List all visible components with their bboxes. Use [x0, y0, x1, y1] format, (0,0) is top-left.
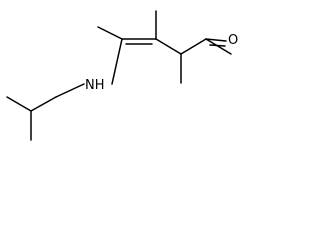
bond-carbonyl-outer	[205, 38, 227, 42]
bond-ch-to-ch2	[30, 96, 57, 112]
bond-n-to-c-vinyl	[111, 38, 123, 85]
nitrogen-label: NH	[85, 78, 105, 93]
bond-carbonyl-c-to-methyl	[205, 38, 232, 55]
bond-c-vinyl-to-methyl	[97, 26, 123, 40]
bond-ch-to-carbonyl-c	[180, 38, 207, 55]
bond-c-alkene-to-ch	[155, 38, 182, 55]
skeletal-structure-diagram: NH O	[6, 10, 238, 141]
oxygen-label: O	[228, 33, 238, 48]
bond-ch3-top-to-ch	[6, 96, 32, 112]
bond-ch2-to-n	[55, 83, 85, 98]
